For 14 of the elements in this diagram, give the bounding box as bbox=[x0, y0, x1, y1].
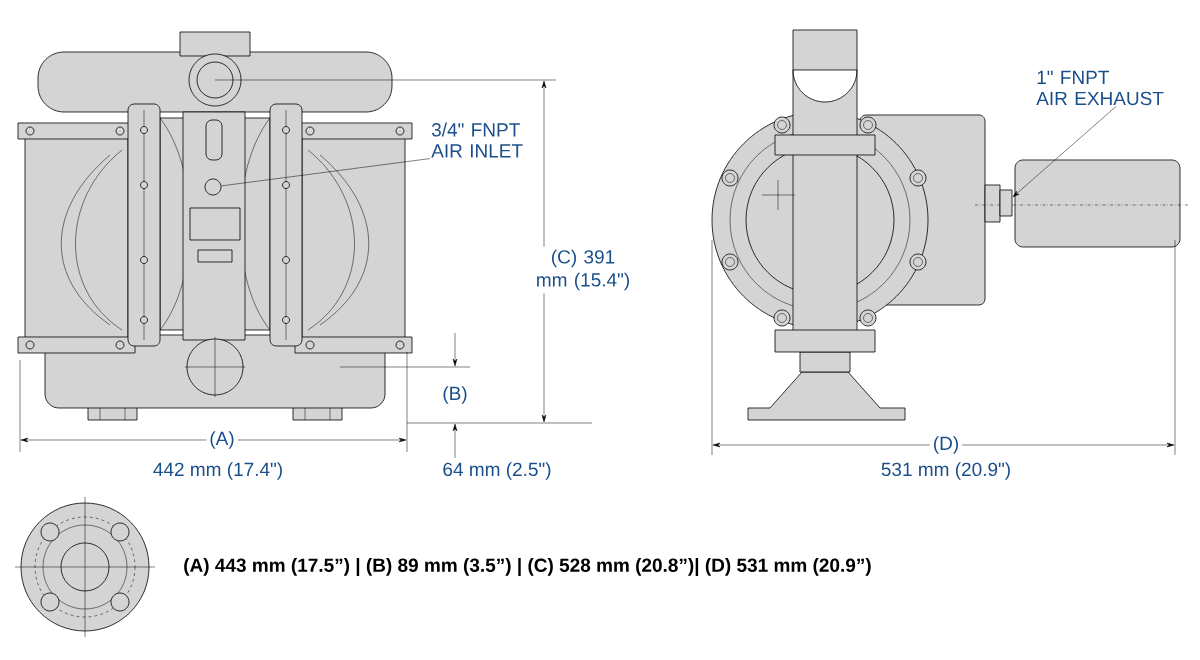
leader-line bbox=[221, 158, 431, 187]
dimension-label: (A) 443 mm (17.5”) | (B) 89 mm (3.5”) | (C) 528 mm (20.8”)| (D) 531 mm (20.9”) bbox=[184, 558, 871, 576]
dimension-label: (C) 391 mm (15.4") bbox=[524, 246, 642, 294]
leader-line bbox=[1012, 106, 1117, 198]
dimension-label: 442 mm (17.4") bbox=[153, 462, 282, 480]
dimension-label: 64 mm (2.5") bbox=[443, 462, 551, 480]
dimension-label: (D) bbox=[929, 433, 963, 457]
air-inlet-port bbox=[204, 178, 222, 196]
callout-label: 3/4" FNPT AIR INLET bbox=[431, 122, 523, 158]
dimension-label: (B) bbox=[443, 386, 467, 404]
callout-label: 1" FNPT AIR EXHAUST bbox=[1036, 70, 1164, 106]
dimension-label: 531 mm (20.9") bbox=[881, 462, 1010, 480]
dimension-label: (A) bbox=[206, 428, 238, 452]
exhaust-port bbox=[999, 189, 1013, 217]
